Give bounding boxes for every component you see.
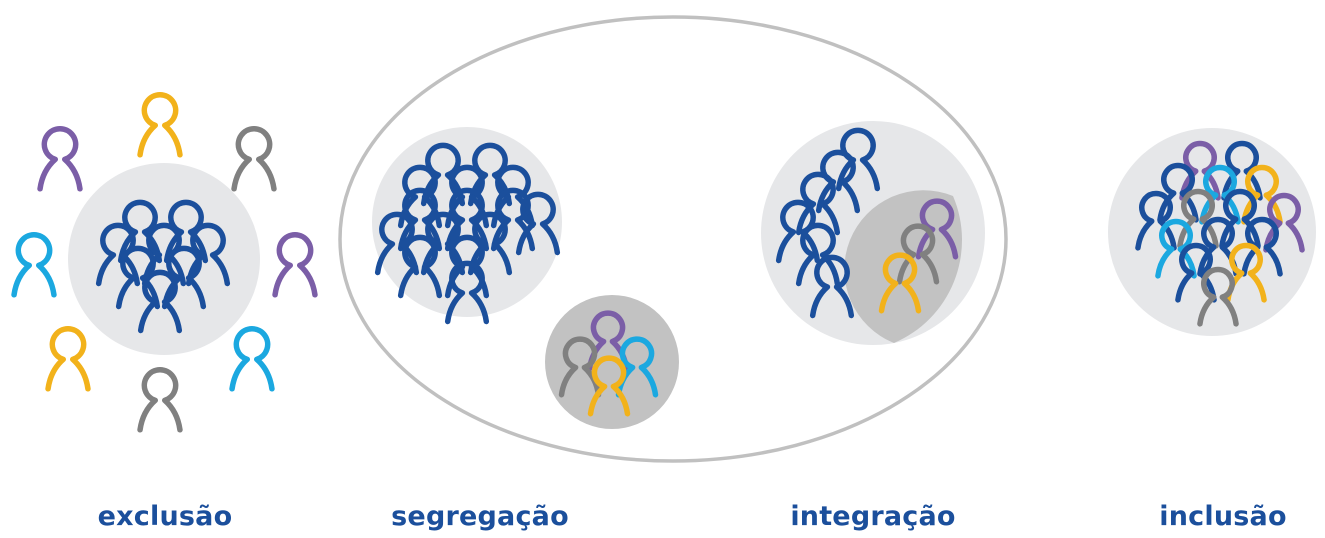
- society-ellipse: [338, 15, 1008, 463]
- person-icon-blue: [397, 234, 443, 299]
- label-inclusion: inclusão: [1159, 501, 1287, 532]
- person-icon-gray: [1197, 266, 1239, 327]
- person-icon-blue: [1219, 188, 1261, 249]
- segregation-main-circle: [372, 127, 562, 317]
- person-icon-blue: [1135, 190, 1177, 251]
- people-group: [11, 92, 1305, 433]
- label-segregation: segregação: [391, 501, 569, 532]
- person-icon-blue: [795, 171, 841, 236]
- person-icon-cyan: [11, 232, 57, 298]
- person-icon-yellow: [137, 92, 183, 158]
- person-icon-purple: [37, 126, 83, 192]
- person-icon-blue: [515, 191, 561, 256]
- exclusion-circle: [68, 163, 260, 355]
- person-icon-gray: [231, 126, 277, 192]
- person-icon-yellow: [878, 252, 922, 314]
- person-icon-gray: [896, 223, 940, 285]
- label-exclusion: exclusão: [97, 501, 233, 532]
- person-icon-cyan: [229, 326, 275, 392]
- person-icon-blue: [809, 254, 855, 319]
- person-icon-purple: [272, 232, 318, 298]
- person-icon-blue: [137, 269, 183, 334]
- person-icon-blue: [1157, 162, 1199, 223]
- person-icon-gray: [1177, 188, 1219, 249]
- label-integration: integração: [790, 501, 956, 532]
- person-icon-yellow: [45, 326, 91, 392]
- person-icon-blue: [444, 260, 490, 325]
- person-icon-gray: [137, 367, 183, 433]
- person-icon-yellow: [587, 355, 631, 417]
- segregation-small-circle: [545, 295, 679, 429]
